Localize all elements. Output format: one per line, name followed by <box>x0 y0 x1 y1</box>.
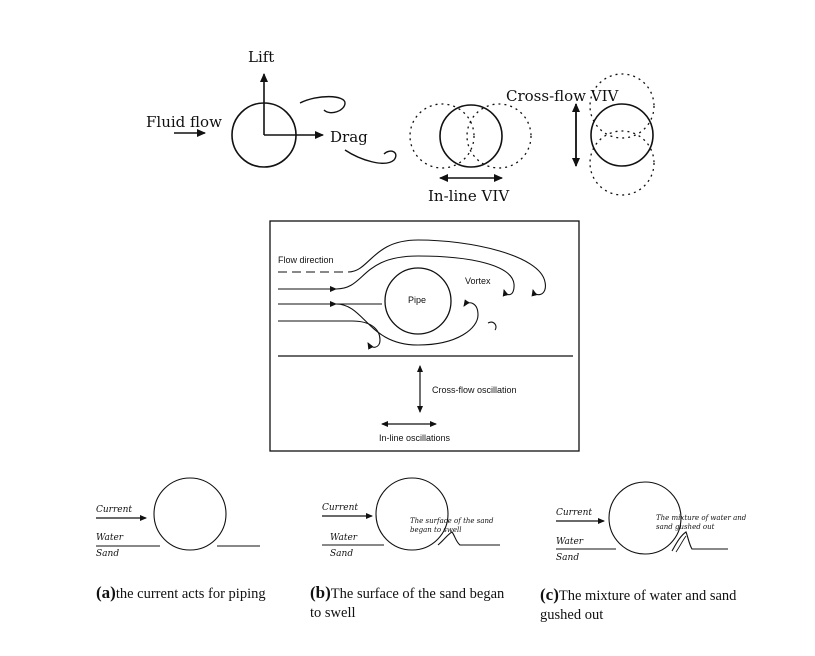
inline-viv-label: In-line VIV <box>428 187 510 205</box>
panel-c-note2: sand gushed out <box>656 523 715 531</box>
panel-c-current: Current <box>556 508 592 518</box>
lift-label: Lift <box>248 48 274 66</box>
inline-dotted-right <box>466 103 532 169</box>
panel-a: Current Water Sand <box>96 477 260 559</box>
panel-b-sand: Sand <box>330 549 353 559</box>
inline-cylinder <box>439 104 503 168</box>
pipe-circle <box>384 267 452 335</box>
caption-c: (c)The mixture of water and sand gushed … <box>540 585 780 625</box>
panel-c-note: The mixture of water and <box>656 514 747 522</box>
crossflow-viv-diagram: Cross-flow VIV <box>506 73 655 196</box>
pipe-label: Pipe <box>408 295 426 305</box>
inline-dotted-left <box>409 103 475 169</box>
caption-b-text2: to swell <box>310 605 356 621</box>
panel-a-sand: Sand <box>96 549 119 559</box>
crossflow-viv-label: Cross-flow VIV <box>506 87 620 105</box>
figure-frame <box>269 220 580 452</box>
upper-wake-vortex <box>299 95 346 114</box>
forces-diagram: Lift Fluid flow Drag <box>146 48 397 168</box>
caption-c-text2: gushed out <box>540 607 604 623</box>
panel-b-current: Current <box>322 503 358 513</box>
crossflow-osc-label: Cross-flow oscillation <box>432 385 517 395</box>
caption-c-label: (c) <box>540 585 559 604</box>
crossflow-dotted-top <box>589 73 655 139</box>
drag-label: Drag <box>330 128 368 146</box>
streamline-top <box>347 239 546 297</box>
panel-c: Current Water Sand The mixture of water … <box>556 481 747 563</box>
caption-a: (a)the current acts for piping <box>96 583 296 604</box>
panel-b-note2: began to swell <box>410 526 461 534</box>
panel-b: Current Water Sand The surface of the sa… <box>322 477 500 559</box>
streamline-3 <box>278 320 381 350</box>
caption-a-text: the current acts for piping <box>115 586 266 602</box>
panel-b-note: The surface of the sand <box>410 517 494 525</box>
panel-c-pipe <box>608 481 682 555</box>
panel-c-gush <box>671 531 728 552</box>
flow-direction-label: Flow direction <box>278 255 334 265</box>
inline-viv-diagram: In-line VIV <box>409 103 532 205</box>
caption-c-text: The mixture of water and sand <box>558 588 737 604</box>
caption-b: (b)The surface of the sand began to swel… <box>310 583 532 623</box>
caption-b-label: (b) <box>310 583 331 602</box>
panel-a-water: Water <box>96 533 124 543</box>
panel-a-pipe <box>153 477 227 551</box>
crossflow-cylinder <box>590 103 654 167</box>
caption-b-text: The surface of the sand began <box>330 586 505 602</box>
inline-osc-label: In-line oscillations <box>379 433 451 443</box>
caption-a-label: (a) <box>96 583 116 602</box>
panel-c-sand: Sand <box>556 553 579 563</box>
panel-a-current: Current <box>96 505 132 515</box>
panel-b-water: Water <box>330 533 358 543</box>
panel-c-water: Water <box>556 537 584 547</box>
panel-b-sand-swell <box>437 531 500 546</box>
streamline-1 <box>335 255 515 297</box>
fluid-flow-label: Fluid flow <box>146 113 222 131</box>
wake-small-vortex <box>487 321 497 331</box>
panel-b-pipe <box>375 477 449 551</box>
lower-wake-vortex <box>344 149 397 164</box>
streamline-below <box>335 299 479 346</box>
panel-c-gush-inner <box>675 535 687 553</box>
crossflow-dotted-bottom <box>589 130 655 196</box>
vortex-label: Vortex <box>465 276 491 286</box>
pipe-flow-diagram: Flow direction Pipe Vortex Cross-flow os… <box>269 220 580 452</box>
